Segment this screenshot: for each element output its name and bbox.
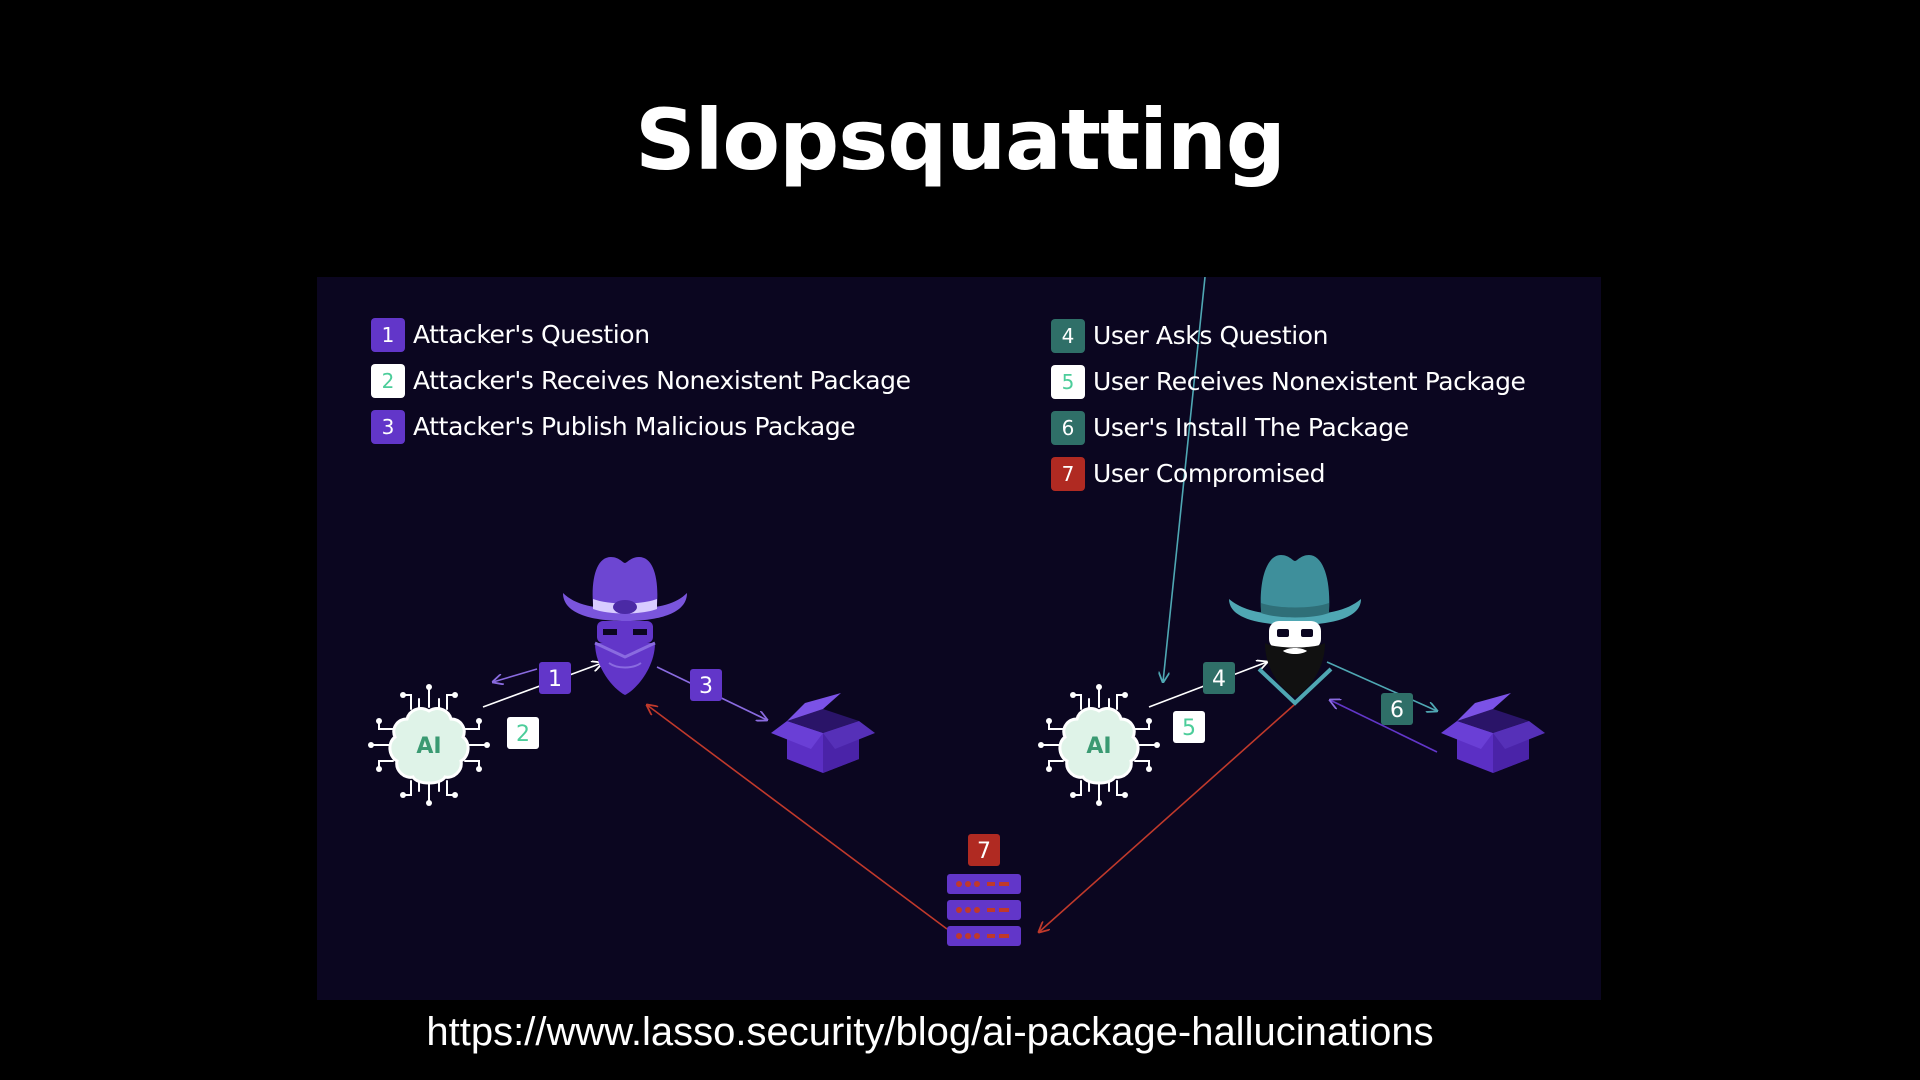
legend-badge-7: 7 xyxy=(1051,457,1085,491)
legend-badge-5: 5 xyxy=(1051,365,1085,399)
package-box-icon xyxy=(1441,693,1545,773)
arrow-step-7-user xyxy=(1039,704,1295,932)
package-box-icon xyxy=(771,693,875,773)
compromised-server-icon xyxy=(947,874,1021,946)
arrow-step-6-in xyxy=(1330,700,1438,753)
ai-label: AI xyxy=(1086,734,1111,759)
arrow-step-6-out xyxy=(1326,661,1437,711)
step-badge-1: 1 xyxy=(539,662,571,694)
legend-label-2: Attacker's Receives Nonexistent Package xyxy=(413,366,911,395)
svg-text:6: 6 xyxy=(1390,698,1404,723)
slopsquatting-diagram: AI AI xyxy=(366,277,1545,946)
legend-badge-3: 3 xyxy=(371,410,405,444)
legend-badge-2: 2 xyxy=(371,364,405,398)
ai-brain-icon: AI xyxy=(1036,682,1162,808)
svg-text:3: 3 xyxy=(699,674,713,699)
source-url[interactable]: https://www.lasso.security/blog/ai-packa… xyxy=(426,1010,1434,1054)
page-title: Slopsquatting xyxy=(635,91,1286,189)
arrow-step-4 xyxy=(1163,277,1206,682)
svg-text:1: 1 xyxy=(548,667,562,692)
ai-brain-icon: AI xyxy=(366,682,492,808)
svg-text:7: 7 xyxy=(977,839,991,864)
ai-label: AI xyxy=(416,734,441,759)
svg-text:4: 4 xyxy=(1212,667,1226,692)
arrow-step-1 xyxy=(493,668,538,682)
legend-badge-4: 4 xyxy=(1051,319,1085,353)
arrow-step-7-attacker xyxy=(647,705,948,930)
step-badge-4: 4 xyxy=(1203,662,1235,694)
legend-badge-6: 6 xyxy=(1051,411,1085,445)
attacker-cowboy-icon xyxy=(563,557,687,695)
legend-label-4: User Asks Question xyxy=(1093,321,1329,350)
step-badge-6: 6 xyxy=(1381,693,1413,725)
step-badge-5: 5 xyxy=(1173,711,1205,743)
legend-user: 4 User Asks Question 5 User Receives Non… xyxy=(1051,319,1571,495)
step-badge-2: 2 xyxy=(507,717,539,749)
user-cowboy-icon xyxy=(1229,555,1361,706)
legend-label-6: User's Install The Package xyxy=(1093,413,1409,442)
legend-label-1: Attacker's Question xyxy=(413,320,650,349)
svg-text:5: 5 xyxy=(1182,716,1196,741)
svg-text:2: 2 xyxy=(516,722,530,747)
legend-badge-1: 1 xyxy=(371,318,405,352)
legend-label-7: User Compromised xyxy=(1093,459,1326,488)
diagram-panel: AI AI xyxy=(317,277,1601,1000)
legend-label-3: Attacker's Publish Malicious Package xyxy=(413,412,856,441)
legend-attacker: 1 Attacker's Question 2 Attacker's Recei… xyxy=(371,318,971,448)
legend-label-5: User Receives Nonexistent Package xyxy=(1093,367,1526,396)
step-badge-3: 3 xyxy=(690,669,722,701)
step-badge-7: 7 xyxy=(968,834,1000,866)
